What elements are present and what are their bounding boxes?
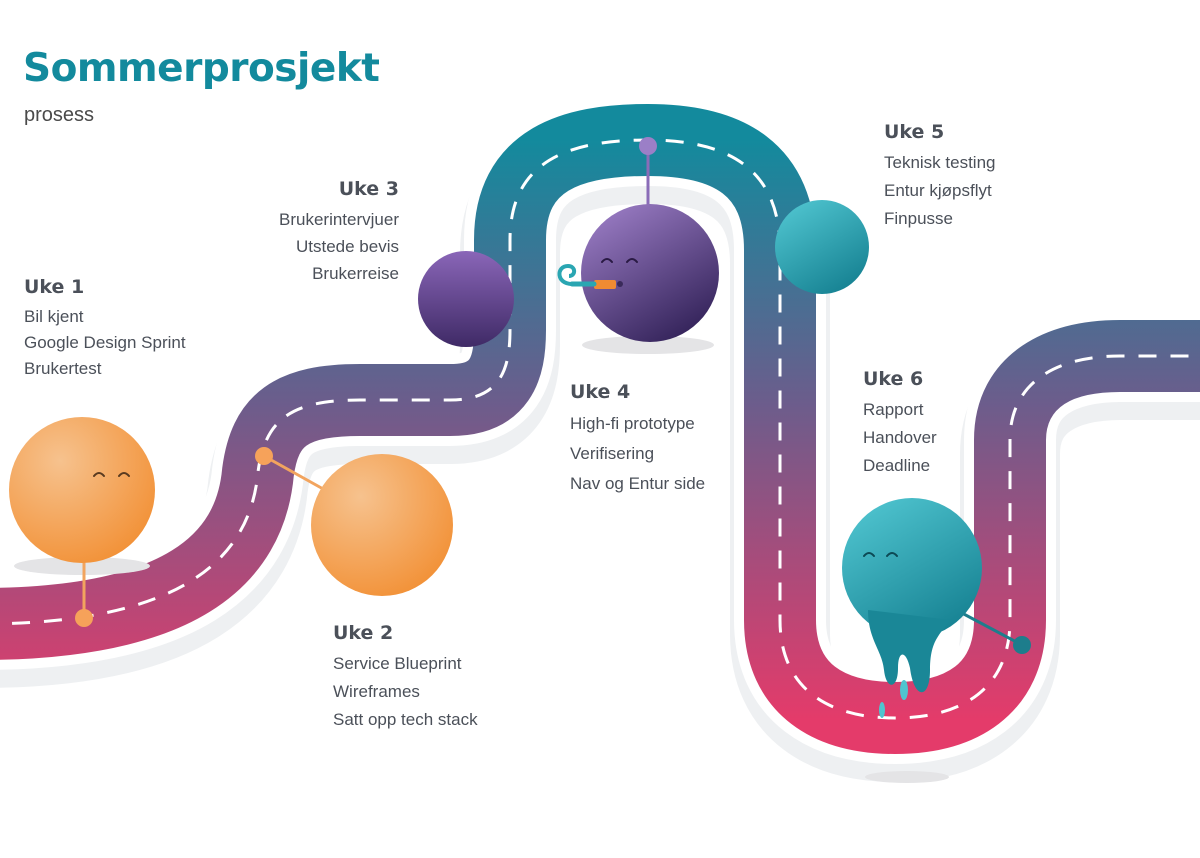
list-item: Wireframes — [333, 682, 420, 701]
list-item: Finpusse — [884, 209, 953, 228]
list-item: Handover — [863, 428, 937, 447]
list-item: Bil kjent — [24, 307, 84, 326]
list-item: Brukerintervjuer — [279, 210, 399, 229]
shadow-ellipse — [582, 336, 714, 354]
closed-eyes — [93, 472, 130, 477]
milestone-dot-week6 — [1013, 636, 1031, 654]
milestone-dot-week1 — [75, 609, 93, 627]
list-item: Google Design Sprint — [24, 333, 186, 352]
closed-eyes — [863, 552, 898, 557]
page-title: Sommerprosjekt — [23, 46, 380, 91]
list-item: Utstede bevis — [296, 237, 399, 256]
list-item: High-fi prototype — [570, 414, 695, 433]
week-4-heading: Uke 4 — [570, 381, 631, 403]
week-1-block: Uke 1 Bil kjent Google Design Sprint Bru… — [24, 276, 186, 382]
week-1-heading: Uke 1 — [24, 276, 85, 298]
week-6-heading: Uke 6 — [863, 368, 924, 390]
list-item: Brukertest — [24, 359, 102, 378]
orange-ball — [311, 454, 453, 596]
party-horn-icon — [557, 263, 623, 289]
shadow-ellipse — [14, 557, 150, 575]
list-item: Brukerreise — [312, 264, 399, 283]
week-3-heading: Uke 3 — [338, 178, 399, 200]
melting-teal-character — [842, 498, 982, 718]
teal-ball — [775, 200, 869, 294]
week-2-block: Uke 2 Service Blueprint Wireframes Satt … — [333, 622, 478, 734]
purple-character — [581, 204, 719, 342]
week-2-heading: Uke 2 — [333, 622, 394, 644]
closed-eyes — [601, 258, 638, 263]
list-item: Teknisk testing — [884, 153, 996, 172]
list-item: Deadline — [863, 456, 931, 475]
week-5-block: Uke 5 Teknisk testing Entur kjøpsflyt Fi… — [884, 121, 996, 233]
orange-character — [9, 417, 155, 563]
milestone-dot-week4 — [639, 137, 657, 155]
connector-line — [959, 610, 1023, 647]
week-5-heading: Uke 5 — [884, 121, 945, 143]
purple-ball — [418, 251, 514, 347]
connector-line — [263, 454, 326, 492]
list-item: Nav og Entur side — [570, 474, 706, 493]
list-item: Verifisering — [570, 444, 655, 463]
week-3-block: Uke 3 Brukerintervjuer Utstede bevis Bru… — [230, 178, 399, 287]
page-subtitle: prosess — [24, 104, 95, 126]
list-item: Satt opp tech stack — [333, 710, 478, 729]
list-item: Service Blueprint — [333, 654, 462, 673]
week-4-block: Uke 4 High-fi prototype Verifisering Nav… — [570, 381, 705, 499]
week-6-block: Uke 6 Rapport Handover Deadline — [863, 368, 937, 480]
list-item: Entur kjøpsflyt — [884, 181, 992, 200]
shadow-ellipse — [865, 771, 949, 783]
milestone-dot-week2 — [255, 447, 273, 465]
list-item: Rapport — [863, 400, 924, 419]
